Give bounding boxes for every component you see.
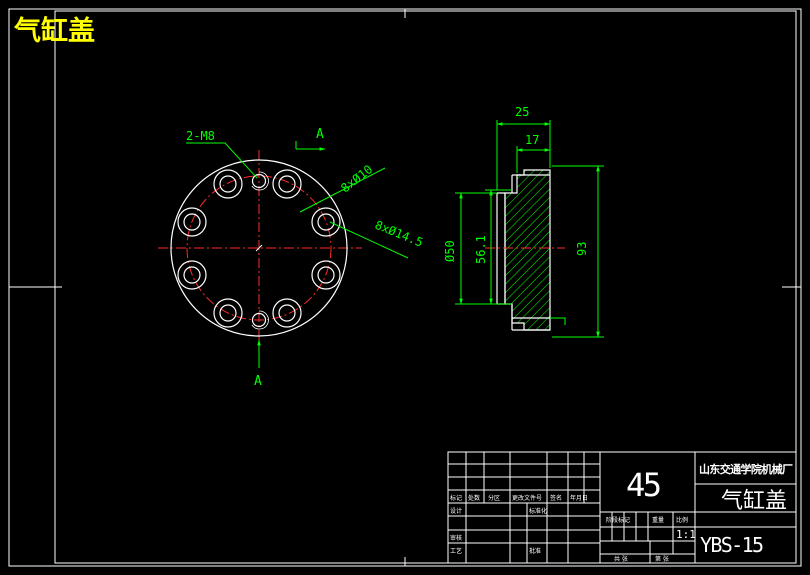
label-zone: 分区 bbox=[488, 494, 500, 502]
front-leaders bbox=[186, 141, 409, 368]
label-sheet-no: 第 张 bbox=[655, 555, 669, 563]
label-signature: 签名 bbox=[550, 494, 562, 502]
front-view: 2-M8 8xØ10 8xØ14.5 A A bbox=[158, 127, 425, 389]
label-sheets-total: 共 张 bbox=[614, 555, 628, 563]
tapped-holes bbox=[251, 171, 269, 330]
center-mark bbox=[255, 244, 263, 252]
tapped-hole bbox=[251, 310, 269, 330]
label-weight: 重量 bbox=[652, 516, 664, 524]
dim-inner-diameter: 56.1 bbox=[474, 235, 488, 264]
bolt-hole bbox=[311, 260, 341, 290]
material-value: 45 bbox=[626, 466, 662, 504]
bolt-hole bbox=[272, 298, 302, 328]
title-block: 标记 处数 分区 更改文件号 签名 年月日 设计 标准化 审核 工艺 批准 阶段… bbox=[447, 451, 797, 564]
bolt-hole bbox=[177, 260, 207, 290]
dim-flange-depth: 17 bbox=[525, 133, 539, 147]
tapped-hole bbox=[251, 171, 269, 191]
corner-title: 气缸盖 bbox=[13, 15, 95, 47]
title-block-labels: 标记 处数 分区 更改文件号 签名 年月日 设计 标准化 审核 工艺 批准 阶段… bbox=[450, 494, 688, 563]
dim-bore-diameter: Ø50 bbox=[443, 240, 457, 262]
label-ratio: 比例 bbox=[676, 516, 688, 524]
section-mark-top: A bbox=[316, 127, 324, 142]
side-dimensions bbox=[455, 120, 604, 338]
bolt-hole bbox=[213, 298, 243, 328]
title-block-grid bbox=[447, 451, 797, 564]
label-count: 处数 bbox=[468, 494, 480, 502]
bolt-holes bbox=[177, 169, 341, 328]
drawing-number: YBS-15 bbox=[700, 533, 764, 557]
school-name: 山东交通学院机械厂 bbox=[699, 462, 793, 476]
tapped-hole-callout: 2-M8 bbox=[186, 129, 215, 143]
bolt-hole bbox=[213, 169, 243, 199]
flange-outline bbox=[170, 159, 348, 337]
bolt-hole bbox=[177, 207, 207, 237]
label-design: 设计 bbox=[450, 507, 462, 515]
label-date: 年月日 bbox=[570, 494, 588, 502]
part-name: 气缸盖 bbox=[721, 489, 787, 514]
label-mark: 标记 bbox=[450, 494, 462, 502]
dim-overall-depth: 25 bbox=[515, 105, 529, 119]
label-review: 审核 bbox=[450, 534, 462, 542]
bolt-hole-callout: 8xØ10 bbox=[338, 162, 375, 195]
bolt-hole bbox=[311, 207, 341, 237]
label-approve: 批准 bbox=[529, 547, 541, 555]
front-centerlines bbox=[158, 150, 362, 355]
label-change-doc: 更改文件号 bbox=[512, 494, 542, 502]
sheet-border bbox=[8, 8, 802, 567]
label-process: 工艺 bbox=[450, 547, 462, 555]
dim-outer-diameter: 93 bbox=[575, 242, 589, 256]
side-view: 25 17 Ø50 56.1 93 bbox=[443, 105, 604, 338]
label-stage-mark: 阶段标记 bbox=[606, 516, 630, 524]
section-mark-bottom: A bbox=[254, 374, 262, 389]
scale-value: 1:1 bbox=[676, 528, 696, 541]
bolt-hole bbox=[272, 169, 302, 199]
label-standardize: 标准化 bbox=[529, 507, 547, 515]
